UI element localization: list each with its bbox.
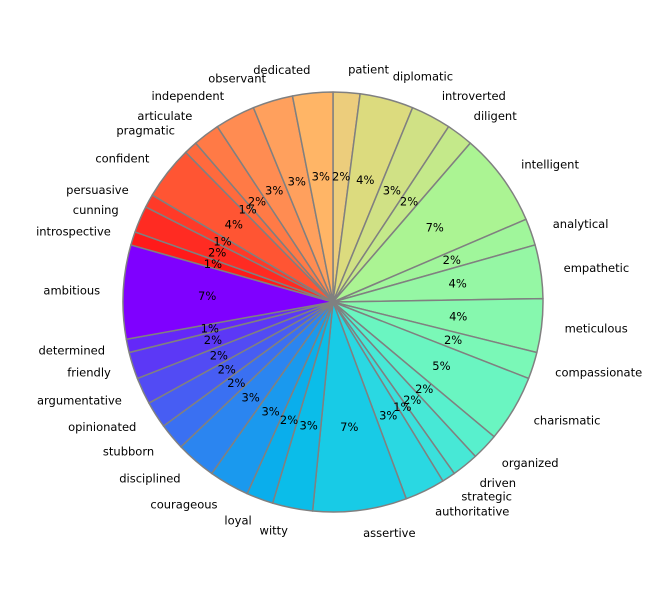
pie-slice-dedicated — [291, 91, 334, 303]
percent-label-loyal: 2% — [280, 413, 298, 427]
percent-label-organized: 2% — [415, 382, 433, 396]
slice-labels: patient diplomatic introverted diligent inte… — [36, 62, 642, 540]
percent-label-cunning: 2% — [208, 245, 226, 259]
percent-label-analytical: 2% — [443, 253, 461, 267]
slice-label-driven: driven — [480, 476, 516, 490]
slice-label-compassionate: compassionate — [555, 366, 642, 380]
slice-label-strategic: strategic — [461, 490, 512, 504]
percent-label-confident: 4% — [225, 217, 243, 231]
percent-label-compassionate: 2% — [444, 333, 462, 347]
slice-label-articulate: articulate — [137, 109, 192, 123]
slice-label-determined: determined — [38, 344, 105, 358]
percent-label-driven: 2% — [403, 393, 421, 407]
percent-label-meticulous: 4% — [449, 309, 467, 323]
percent-label-witty: 3% — [300, 419, 318, 433]
percent-label-diligent: 2% — [400, 195, 418, 209]
percent-label-determined: 1% — [201, 321, 219, 335]
slice-label-confident: confident — [95, 151, 150, 165]
percent-labels: 2%4%3%2%7%2%4%4%2%5%2%2%1%3%7%3%2%3%3%2%… — [198, 169, 467, 434]
slice-label-authoritative: authoritative — [435, 505, 509, 519]
pie-slices — [122, 91, 544, 513]
slice-label-persuasive: persuasive — [66, 183, 129, 197]
slice-label-cunning: cunning — [73, 203, 119, 217]
percent-label-courageous: 3% — [261, 404, 279, 418]
slice-label-argumentative: argumentative — [37, 394, 122, 408]
slice-label-diplomatic: diplomatic — [393, 70, 453, 84]
slice-label-patient: patient — [348, 62, 389, 76]
slice-label-introspective: introspective — [36, 224, 111, 238]
percent-label-disciplined: 3% — [242, 390, 260, 404]
slice-label-meticulous: meticulous — [565, 321, 628, 335]
percent-label-authoritative: 3% — [379, 408, 397, 422]
slice-label-diligent: diligent — [474, 109, 518, 123]
percent-label-friendly: 2% — [204, 333, 222, 347]
slice-label-independent: independent — [151, 89, 224, 103]
slice-label-analytical: analytical — [553, 217, 609, 231]
slice-label-friendly: friendly — [67, 366, 111, 380]
percent-label-dedicated: 3% — [312, 170, 330, 184]
slice-label-observant: observant — [208, 72, 266, 86]
slice-label-charismatic: charismatic — [534, 414, 601, 428]
percent-label-ambitious: 7% — [198, 289, 216, 303]
slice-label-courageous: courageous — [150, 497, 217, 511]
percent-label-articulate: 2% — [248, 195, 266, 209]
slice-label-introverted: introverted — [442, 89, 506, 103]
percent-label-strategic: 1% — [393, 400, 411, 414]
percent-label-persuasive: 1% — [213, 234, 231, 248]
percent-label-introspective: 1% — [204, 257, 222, 271]
slice-label-ambitious: ambitious — [43, 284, 100, 298]
slice-label-opinionated: opinionated — [68, 420, 136, 434]
percent-label-patient: 2% — [332, 169, 350, 183]
slice-label-assertive: assertive — [363, 526, 415, 540]
slice-label-empathetic: empathetic — [564, 261, 630, 275]
slice-label-witty: witty — [260, 524, 289, 538]
percent-label-stubborn: 2% — [227, 376, 245, 390]
percent-label-independent: 3% — [265, 184, 283, 198]
percent-label-assertive: 7% — [340, 420, 358, 434]
slice-label-loyal: loyal — [224, 513, 251, 527]
percent-label-argumentative: 2% — [210, 348, 228, 362]
percent-label-introverted: 3% — [383, 184, 401, 198]
percent-label-empathetic: 4% — [449, 277, 467, 291]
slice-label-pragmatic: pragmatic — [116, 124, 175, 138]
slice-label-dedicated: dedicated — [253, 63, 310, 77]
slice-label-intelligent: intelligent — [521, 157, 579, 171]
percent-label-opinionated: 2% — [218, 363, 236, 377]
slice-label-organized: organized — [502, 456, 559, 470]
slice-label-disciplined: disciplined — [119, 471, 180, 485]
slice-label-stubborn: stubborn — [103, 445, 154, 459]
percent-label-charismatic: 5% — [432, 359, 450, 373]
percent-label-diplomatic: 4% — [356, 173, 374, 187]
percent-label-intelligent: 7% — [426, 221, 444, 235]
percent-label-observant: 3% — [288, 174, 306, 188]
percent-label-pragmatic: 1% — [238, 202, 256, 216]
